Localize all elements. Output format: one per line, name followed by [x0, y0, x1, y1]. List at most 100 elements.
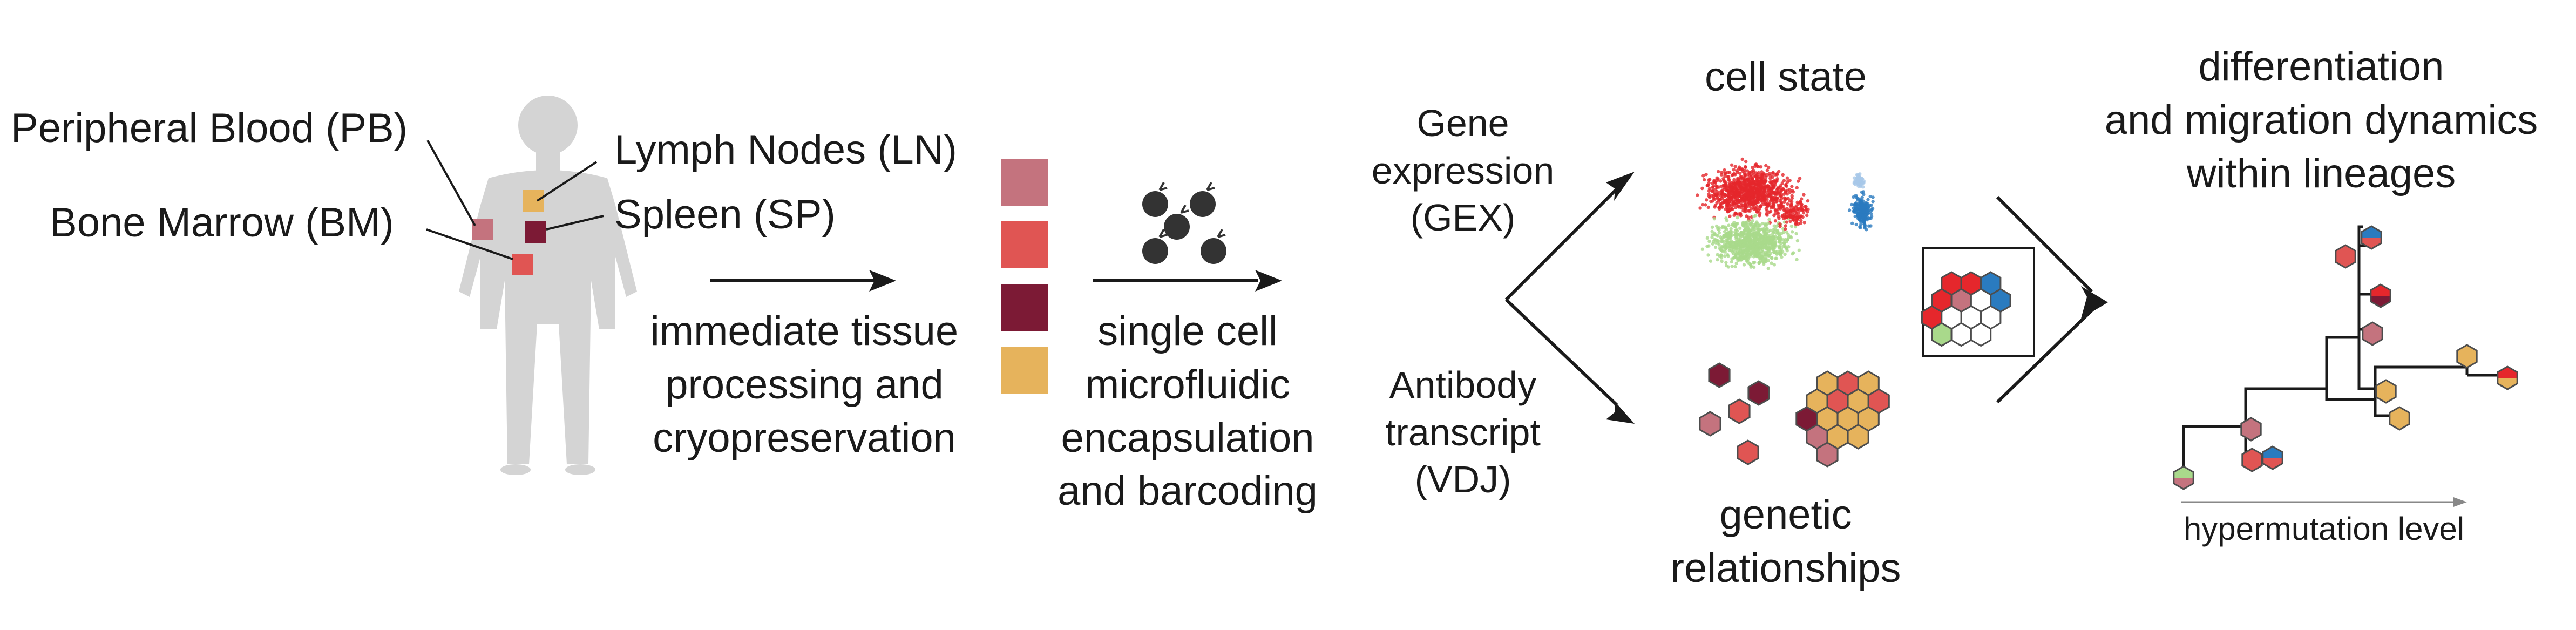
- gex-cell-point: [1744, 179, 1748, 182]
- gex-cell-point: [1759, 177, 1762, 180]
- genetic-line-2: relationships: [1670, 545, 1901, 591]
- gex-cell-point: [1745, 169, 1749, 173]
- box-hexagon-cell: [1931, 322, 1953, 347]
- step-encapsulation-line-3: encapsulation: [1061, 415, 1314, 461]
- gex-cell-point: [1858, 179, 1862, 183]
- gex-umap-plot: [1696, 157, 1875, 270]
- tree-node: [2456, 344, 2478, 369]
- step-processing-line-3: cryopreservation: [653, 415, 956, 461]
- gex-cell-point: [1763, 223, 1767, 227]
- hexagon-cell: [1816, 442, 1839, 468]
- gex-cell-point: [1860, 195, 1864, 199]
- gex-cell-point: [1727, 223, 1731, 227]
- gex-cell-point: [1706, 253, 1710, 257]
- gex-cell-point: [1756, 226, 1760, 229]
- gex-cell-point: [1754, 183, 1758, 187]
- gex-cell-point: [1719, 194, 1723, 198]
- gex-cell-point: [1731, 246, 1735, 249]
- gex-cell-point: [1733, 165, 1737, 168]
- gex-cell-point: [1802, 193, 1806, 197]
- gex-cell-point: [1730, 264, 1734, 268]
- gex-cell-point: [1721, 200, 1725, 204]
- pb-square: [472, 219, 493, 240]
- gex-cell-point: [1776, 236, 1780, 240]
- gex-cell-point: [1744, 165, 1747, 169]
- gex-cell-point: [1730, 257, 1734, 261]
- label-lymph-nodes: Lymph Nodes (LN): [614, 127, 957, 173]
- vdj-hexagon-cluster: [1699, 362, 1890, 468]
- gex-cell-point: [1730, 186, 1733, 189]
- vdj-line-2: transcript: [1385, 411, 1541, 453]
- gex-cell-point: [1766, 221, 1770, 226]
- gex-cell-point: [1859, 222, 1863, 227]
- gex-cell-point: [1701, 174, 1705, 178]
- gex-cell-point: [1728, 191, 1732, 195]
- gex-cell-point: [1698, 206, 1702, 210]
- gex-cell-point: [1704, 172, 1708, 177]
- tree-axis-label: hypermutation level: [2183, 511, 2465, 547]
- gex-cell-point: [1728, 229, 1732, 234]
- gex-cell-point: [1748, 253, 1752, 256]
- gex-cell-point: [1766, 266, 1770, 270]
- gex-cell-point: [1733, 191, 1737, 195]
- gex-cell-point: [1752, 173, 1756, 177]
- gex-cell-point: [1768, 193, 1772, 197]
- gex-cell-point: [1765, 173, 1769, 177]
- gex-cell-point: [1746, 232, 1750, 236]
- dynamics-line-1: differentiation: [2198, 44, 2444, 90]
- gex-cell-point: [1753, 234, 1757, 238]
- gex-cell-point: [1734, 261, 1738, 266]
- gex-cell-point: [1778, 245, 1782, 249]
- gex-cell-point: [1799, 197, 1804, 201]
- tree-node: [2370, 283, 2391, 308]
- gex-cell-point: [1758, 211, 1762, 215]
- gex-cell-point: [1743, 173, 1747, 177]
- gex-cell-point: [1731, 200, 1736, 205]
- gex-cell-point: [1726, 171, 1730, 174]
- gex-cell-point: [1773, 219, 1778, 223]
- gex-cell-point: [1760, 221, 1765, 226]
- gex-cell-point: [1778, 240, 1781, 244]
- gex-cell-point: [1788, 234, 1792, 239]
- gex-cell-point: [1772, 203, 1776, 207]
- gex-line-1: Gene: [1416, 102, 1509, 144]
- gex-cell-point: [1726, 254, 1730, 258]
- sp-square: [525, 221, 546, 243]
- gex-cell-point: [1713, 193, 1717, 197]
- gex-cell-point: [1765, 251, 1769, 255]
- gex-cell-point: [1764, 164, 1768, 168]
- modality-gex-text: Gene expression (GEX): [1372, 100, 1555, 242]
- gex-cell-point: [1853, 202, 1858, 206]
- tree-node: [2375, 379, 2397, 404]
- gex-cell-point: [1772, 243, 1776, 247]
- gex-cell-point: [1766, 165, 1771, 170]
- arrow-processing: [710, 270, 896, 292]
- gex-cell-point: [1865, 202, 1869, 206]
- gex-cell-point: [1743, 186, 1746, 191]
- gex-cell-point: [1752, 248, 1755, 253]
- converge-arrows: [1996, 195, 2093, 404]
- gex-cell-point: [1714, 233, 1718, 237]
- gex-cell-point: [1759, 249, 1764, 253]
- gex-cell-point: [1757, 252, 1760, 256]
- gex-cell-point: [1710, 229, 1714, 234]
- gex-cell-point: [1749, 197, 1753, 201]
- gex-cell-point: [1766, 204, 1770, 207]
- gex-line-3: (GEX): [1410, 197, 1516, 239]
- gex-cell-point: [1772, 213, 1776, 218]
- tree-node: [2361, 225, 2382, 250]
- gex-cell-point: [1866, 198, 1870, 201]
- gex-cell-point: [1806, 199, 1810, 203]
- gex-cell-point: [1871, 200, 1875, 204]
- hexagon-cell: [1728, 398, 1751, 424]
- gex-cell-point: [1858, 211, 1862, 214]
- vdj-line-1: Antibody: [1389, 364, 1537, 406]
- gex-cell-point: [1731, 223, 1735, 227]
- bm-square: [512, 254, 533, 275]
- gex-cell-point: [1741, 249, 1745, 253]
- tree-node: [2262, 445, 2283, 470]
- gex-cell-point: [1774, 256, 1779, 260]
- gex-cell-point: [1748, 262, 1752, 266]
- modality-vdj-text: Antibody transcript (VDJ): [1385, 362, 1541, 504]
- gex-cell-point: [1781, 238, 1785, 242]
